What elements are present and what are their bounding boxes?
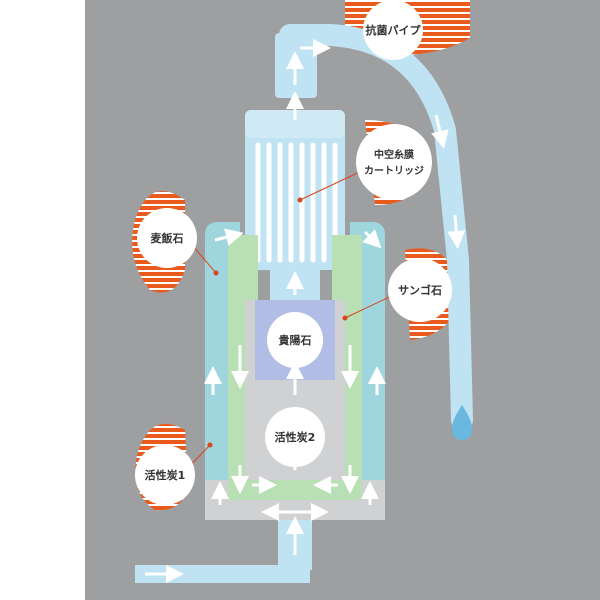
label-noble-sun-stone-text: 貴陽石 <box>279 333 312 347</box>
label-activated-carbon-2-text: 活性炭2 <box>275 430 316 444</box>
label-activated-carbon-1-text: 活性炭1 <box>145 468 186 482</box>
housing-base-band <box>205 500 385 520</box>
water-drop-icon <box>452 405 472 440</box>
label-hollow-fiber-line2: カートリッジ <box>364 165 424 177</box>
label-maifan-stone-text: 麦飯石 <box>151 231 184 245</box>
label-antibacterial-pipe-text: 抗菌パイプ <box>366 23 422 37</box>
label-coral-stone-text: サンゴ石 <box>398 283 442 297</box>
label-activated-carbon-2: 活性炭2 <box>265 407 325 467</box>
cartridge-fibers <box>255 142 338 263</box>
label-hollow-fiber-line1: 中空糸膜 <box>374 148 414 161</box>
label-coral-stone: サンゴ石 <box>388 258 452 322</box>
leader-dots <box>207 197 348 448</box>
label-hollow-fiber: 中空糸膜 カートリッジ <box>356 124 432 200</box>
antibacterial-pipe-tube <box>279 24 473 431</box>
label-antibacterial-pipe: 抗菌パイプ <box>363 0 423 60</box>
label-activated-carbon-1: 活性炭1 <box>135 445 195 505</box>
label-maifan-stone: 麦飯石 <box>137 208 197 268</box>
label-noble-sun-stone: 貴陽石 <box>267 312 323 368</box>
cartridge-top-band <box>245 110 345 138</box>
